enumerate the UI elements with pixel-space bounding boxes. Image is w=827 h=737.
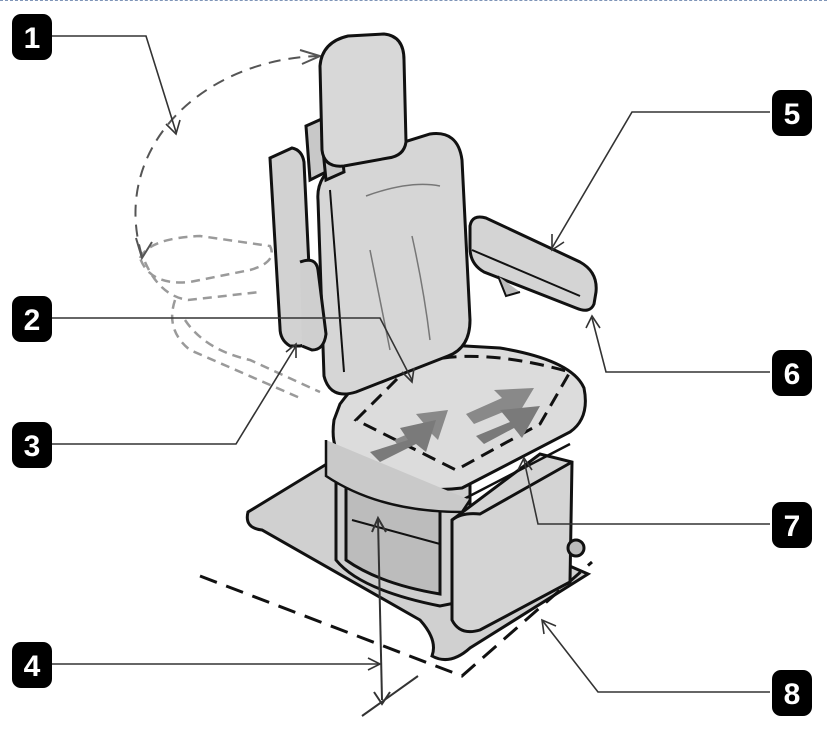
floor-footprint-dashes	[199, 560, 593, 678]
callout-badge-1: 1	[12, 14, 52, 60]
callout-label: 6	[784, 358, 801, 391]
reclined-position-ghost	[138, 234, 321, 400]
callout-label: 2	[24, 304, 41, 337]
recline-motion-arrow	[134, 49, 323, 261]
callout-badge-3: 3	[12, 422, 52, 468]
callout-leaders	[52, 35, 770, 693]
callout-label: 5	[784, 98, 801, 131]
callout-label: 7	[784, 510, 801, 543]
callout-badge-4: 4	[12, 642, 52, 688]
callout-label: 8	[784, 678, 801, 711]
callout-badge-5: 5	[772, 90, 812, 136]
right-armrest	[468, 215, 598, 312]
callout-badge-6: 6	[772, 350, 812, 396]
callout-badge-8: 8	[772, 670, 812, 716]
callout-label: 4	[24, 650, 41, 683]
callout-label: 1	[24, 22, 41, 55]
left-armrest	[268, 146, 328, 352]
headrest	[318, 32, 408, 168]
callout-badge-2: 2	[12, 296, 52, 342]
callout-label: 3	[24, 430, 41, 463]
leg-rest-block	[450, 452, 586, 634]
top-dashed-border	[0, 0, 827, 1]
callout-badge-7: 7	[772, 502, 812, 548]
seat-slide-arrows	[370, 388, 540, 462]
height-arrows	[361, 515, 419, 717]
